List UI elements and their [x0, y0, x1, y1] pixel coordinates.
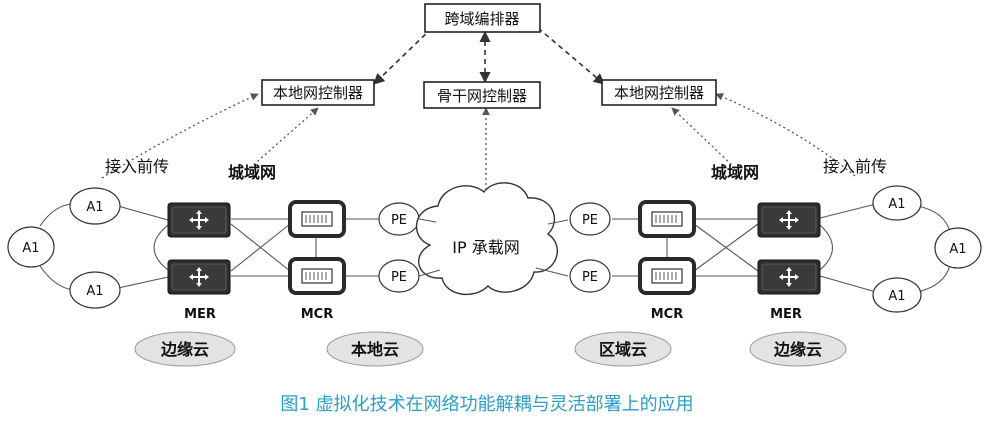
- router-arrows-icon: [167, 202, 231, 238]
- router-arrows-icon: [167, 259, 231, 295]
- pe-node: PE: [378, 202, 420, 236]
- right-metro-control-line: [671, 107, 736, 169]
- ring-link: [39, 265, 75, 291]
- a1-node: A1: [69, 271, 121, 309]
- backbone-controller-label: 骨干网控制器: [437, 87, 527, 105]
- pe-node: PE: [569, 202, 611, 236]
- svg-text:A1: A1: [949, 242, 966, 257]
- edge-cloud-right: 边缘云: [749, 331, 847, 367]
- mer-left-label: MER: [184, 307, 216, 322]
- edge-cloud-left: 边缘云: [134, 331, 236, 367]
- svg-text:PE: PE: [391, 270, 407, 285]
- a1-node: A1: [7, 226, 55, 268]
- metro-right-label: 城域网: [711, 163, 759, 182]
- pe-cloud-link: [418, 218, 437, 223]
- mesh-link: [693, 223, 759, 272]
- ring-link: [819, 224, 834, 271]
- local-controller-left-label: 本地网控制器: [273, 84, 363, 102]
- svg-text:本地云: 本地云: [351, 340, 399, 359]
- a1-node: A1: [69, 187, 121, 225]
- right-access-control-line: [715, 93, 856, 177]
- a1-node: A1: [872, 277, 922, 313]
- mcr-left-label: MCR: [301, 307, 334, 322]
- figure-caption: 图1 虚拟化技术在网络功能解耦与灵活部署上的应用: [280, 394, 693, 415]
- ring-link: [39, 203, 75, 227]
- mesh-link: [230, 223, 291, 272]
- local-cloud: 本地云: [326, 331, 424, 367]
- switch-grid-icon: [288, 257, 346, 295]
- local-controller-right-box: 本地网控制器: [601, 79, 717, 106]
- pe-node: PE: [378, 259, 420, 293]
- ring-link: [117, 276, 169, 289]
- svg-text:区域云: 区域云: [599, 340, 647, 359]
- svg-text:边缘云: 边缘云: [773, 340, 822, 359]
- access-fronthaul-right-label: 接入前传: [823, 157, 887, 176]
- orchestrator-label: 跨域编排器: [444, 10, 519, 28]
- svg-text:A1: A1: [888, 289, 905, 304]
- ring-link: [819, 275, 877, 293]
- orchestrator-left-link: [373, 27, 433, 85]
- orchestrator-right-link: [537, 27, 605, 85]
- access-fronthaul-left-label: 接入前传: [105, 157, 169, 176]
- switch-grid-icon: [638, 200, 696, 238]
- a1-node: A1: [934, 227, 982, 269]
- svg-text:边缘云: 边缘云: [160, 340, 209, 359]
- regional-cloud: 区域云: [574, 331, 672, 367]
- local-controller-left-box: 本地网控制器: [261, 79, 375, 106]
- svg-text:A1: A1: [888, 197, 905, 212]
- pe-cloud-link: [535, 267, 569, 277]
- svg-text:A1: A1: [86, 200, 103, 215]
- ip-network-label: IP 承载网: [452, 238, 519, 257]
- ring-link: [819, 203, 877, 219]
- metro-left-label: 城域网: [228, 163, 276, 182]
- a1-node: A1: [872, 185, 922, 221]
- left-metro-control-line: [249, 107, 319, 169]
- switch-grid-icon: [638, 257, 696, 295]
- ring-link: [117, 205, 169, 221]
- pe-cloud-link: [418, 269, 441, 277]
- local-controller-right-label: 本地网控制器: [614, 84, 704, 102]
- orchestrator-box: 跨域编排器: [424, 3, 541, 33]
- backbone-controller-box: 骨干网控制器: [423, 81, 541, 109]
- router-arrows-icon: [757, 202, 821, 238]
- mer-right-label: MER: [770, 307, 802, 322]
- router-arrows-icon: [757, 259, 821, 295]
- ring-link: [917, 264, 951, 293]
- svg-text:A1: A1: [22, 241, 39, 256]
- svg-text:PE: PE: [391, 213, 407, 228]
- switch-grid-icon: [288, 200, 346, 238]
- cloud-shape: IP 承载网: [415, 182, 558, 296]
- pe-cloud-link: [547, 219, 569, 225]
- pe-node: PE: [569, 259, 611, 293]
- svg-text:A1: A1: [86, 284, 103, 299]
- svg-text:PE: PE: [582, 213, 598, 228]
- ring-link: [917, 205, 951, 233]
- svg-text:PE: PE: [582, 270, 598, 285]
- mcr-right-label: MCR: [651, 307, 684, 322]
- ring-link: [153, 224, 169, 271]
